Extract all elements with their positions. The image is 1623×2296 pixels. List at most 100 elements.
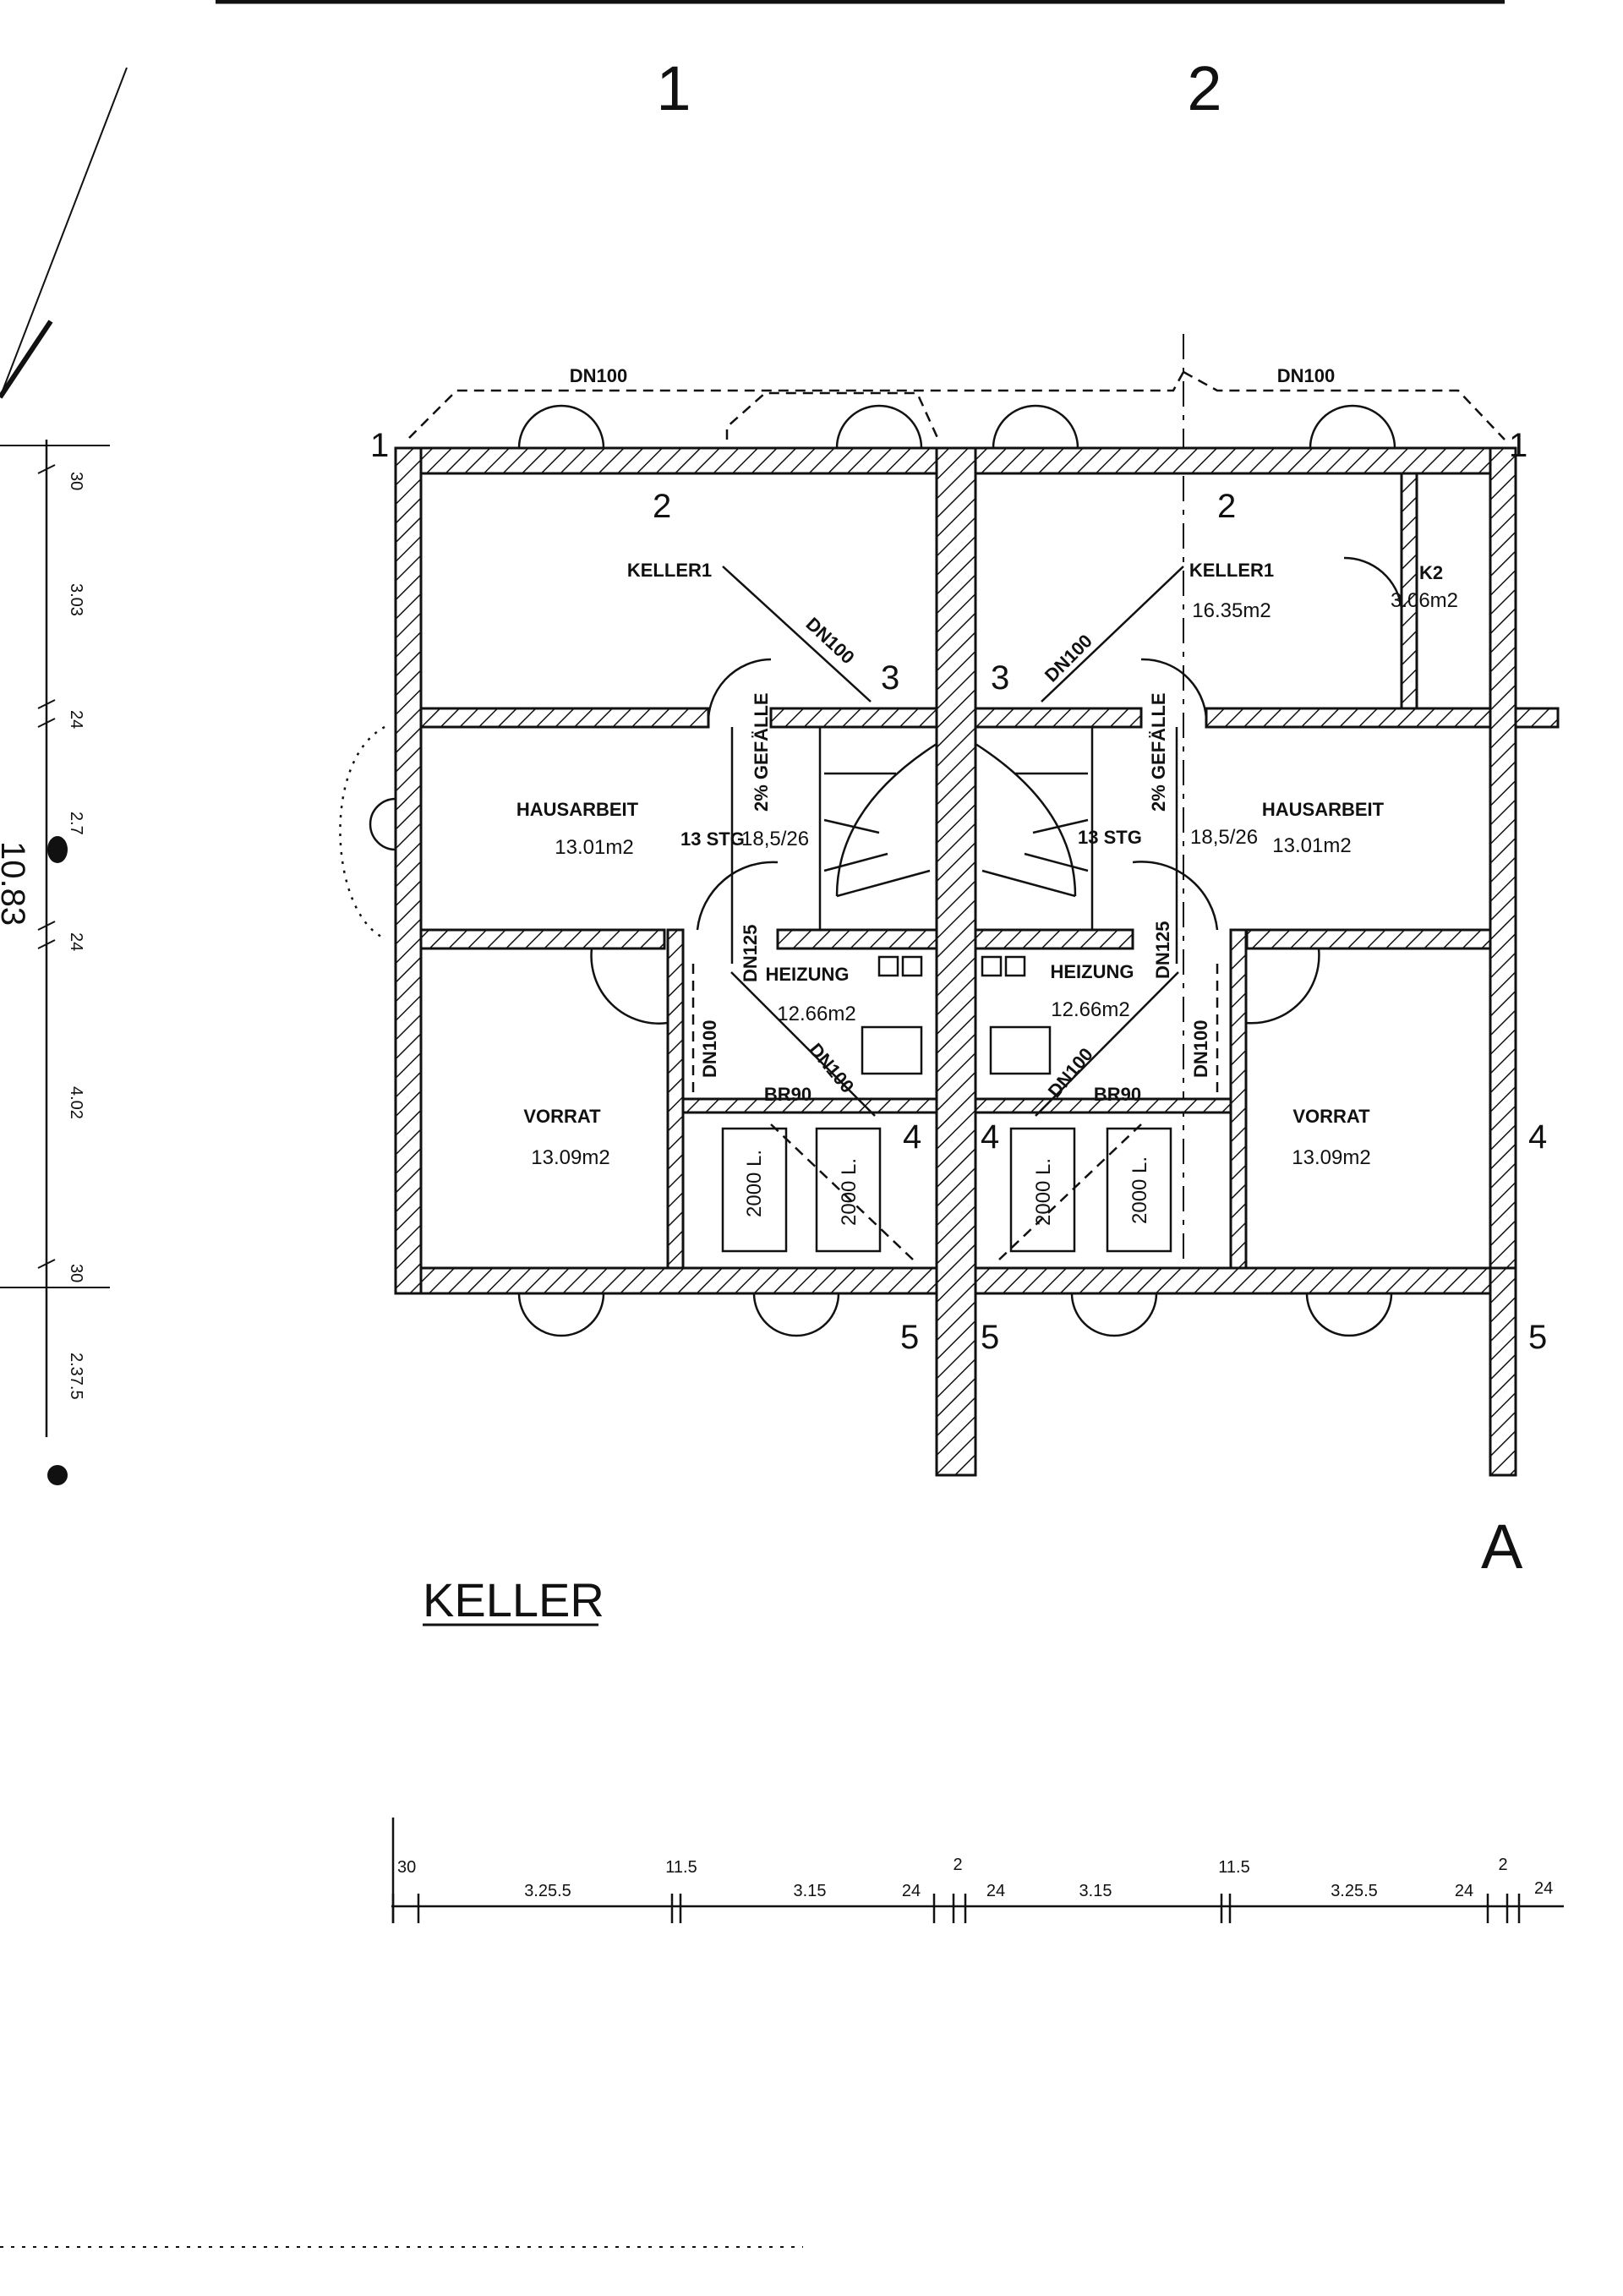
scan-line-left (0, 67, 128, 398)
dim-ticks-vertical (37, 464, 56, 1269)
wall-vorrat-west-right (1229, 928, 1248, 1270)
wall-vorrat-east-left (666, 928, 685, 1270)
room-area-k2: 3.06m2 (1391, 589, 1458, 612)
dim-v-4: 2.7 (67, 812, 85, 835)
party-wall (935, 446, 977, 1477)
wall-stair-north-right (974, 707, 1143, 729)
tank-label-right-1: 2000 L. (1032, 1158, 1055, 1226)
pipe-label-top-right: DN100 (1277, 365, 1335, 386)
stair-step-r2 (1032, 818, 1089, 834)
wall-hausarbeit-vorrat-right (1245, 928, 1492, 950)
wall-heizung-south-right (974, 1097, 1232, 1114)
scan-line-left-thick (0, 320, 53, 399)
section-mark-1-right: 1 (1509, 427, 1527, 464)
pipe-label-upper-left: DN100 (802, 613, 859, 668)
room-area-hausarbeit-left: 13.01m2 (555, 836, 633, 859)
room-label-vorrat-left: VORRAT (523, 1106, 601, 1127)
dim-v-7: 30 (67, 1264, 85, 1282)
wall-heizung-south-left (681, 1097, 938, 1114)
stair-step-l3 (823, 852, 888, 872)
window-west (369, 797, 396, 851)
door-swing-heizung-right (1132, 861, 1219, 931)
tank-right-2 (1106, 1127, 1172, 1253)
tank-pipe-right (998, 1123, 1142, 1260)
door-rating-right: BR90 (1094, 1084, 1141, 1105)
pipe-label-vert-left: DN100 (699, 1020, 720, 1078)
window-north-1 (517, 404, 605, 449)
dim-v-1: 30 (67, 472, 85, 490)
section-mark-4-far: 4 (1528, 1118, 1547, 1156)
stair-steps-right: 13 STG (1078, 827, 1142, 848)
section-mark-5-far: 5 (1528, 1319, 1547, 1356)
room-area-vorrat-left: 13.09m2 (531, 1146, 609, 1169)
light-well-west (339, 725, 385, 940)
axis-label-1: 1 (656, 53, 691, 123)
dim-h-9: 11.5 (1218, 1858, 1249, 1877)
dim-h-10: 3.25.5 (1331, 1882, 1378, 1900)
dim-h-8: 3.15 (1079, 1882, 1112, 1900)
wall-stair-south-right (974, 928, 1134, 950)
dim-ticks-horizontal (391, 1894, 1521, 1923)
stair-curve-left (835, 742, 937, 897)
window-south-1 (517, 1293, 605, 1337)
door-swing-k2 (1343, 556, 1403, 610)
dim-arrow-mid (47, 836, 68, 863)
dim-h-7: 24 (986, 1882, 1005, 1900)
stair-curve-right (975, 742, 1077, 897)
section-mark-5-left: 5 (900, 1319, 919, 1356)
section-mark-2-right: 2 (1217, 488, 1236, 525)
wall-stair-south-left (776, 928, 938, 950)
dim-v-8: 2.37.5 (67, 1353, 85, 1400)
section-mark-4-left: 4 (903, 1118, 921, 1156)
dim-arrow-bottom (47, 1465, 68, 1485)
plan-title: KELLER (423, 1573, 604, 1626)
door-rating-left: BR90 (764, 1084, 812, 1105)
room-label-hausarbeit-left: HAUSARBEIT (516, 799, 639, 820)
stair-step-l2 (823, 818, 880, 834)
dim-h-6: 2 (953, 1856, 962, 1874)
boiler-right (989, 1025, 1052, 1075)
stair-step-r4 (981, 869, 1076, 898)
wall-keller-hausarbeit-left (419, 707, 710, 729)
dim-v-5: 24 (67, 932, 85, 951)
pipe-diag-lower-right (1035, 971, 1179, 1117)
door-swing-keller-left (707, 658, 772, 728)
chimney-right-2 (1004, 955, 1026, 977)
ridge-left (725, 391, 940, 440)
window-south-4 (1305, 1293, 1393, 1337)
stair-step-r3 (1024, 852, 1089, 872)
chimney-right-1 (981, 955, 1003, 977)
stair-well-left (818, 725, 938, 932)
section-mark-2-left: 2 (653, 488, 671, 525)
pipe-line-top-left (408, 371, 1185, 439)
dim-h-13: 24 (1534, 1879, 1553, 1898)
pipe-label-dn125-right: DN125 (1152, 921, 1173, 979)
room-area-vorrat-right: 13.09m2 (1292, 1146, 1370, 1169)
chimney-left-2 (901, 955, 923, 977)
tank-left-1 (721, 1127, 788, 1253)
axis-label-2: 2 (1187, 53, 1221, 123)
wall-stair-north-left (769, 707, 938, 729)
wall-hausarbeit-vorrat-left (419, 928, 666, 950)
chimney-left-1 (877, 955, 899, 977)
pipe-diag-upper-left (722, 566, 872, 702)
dim-v-2: 3.03 (67, 583, 85, 616)
section-mark-4-right: 4 (981, 1118, 999, 1156)
stair-step-l4 (836, 869, 931, 898)
room-label-hausarbeit-right: HAUSARBEIT (1262, 799, 1385, 820)
window-south-3 (1070, 1293, 1158, 1337)
window-north-3 (992, 404, 1079, 449)
tank-label-right-2: 2000 L. (1128, 1156, 1151, 1224)
room-area-heizung-left: 12.66m2 (777, 1003, 855, 1025)
dim-h-5: 24 (902, 1882, 921, 1900)
door-swing-keller-right (1140, 658, 1208, 728)
room-label-keller-left: KELLER1 (627, 560, 712, 581)
pipe-diag-upper-right (1041, 566, 1184, 702)
window-north-2 (835, 404, 923, 449)
pipe-label-dn125-left: DN125 (740, 925, 761, 982)
room-area-hausarbeit-right: 13.01m2 (1272, 834, 1351, 857)
tank-right-1 (1009, 1127, 1076, 1253)
stair-ratio-left: 18,5/26 (741, 828, 809, 850)
boiler-left (861, 1025, 923, 1075)
